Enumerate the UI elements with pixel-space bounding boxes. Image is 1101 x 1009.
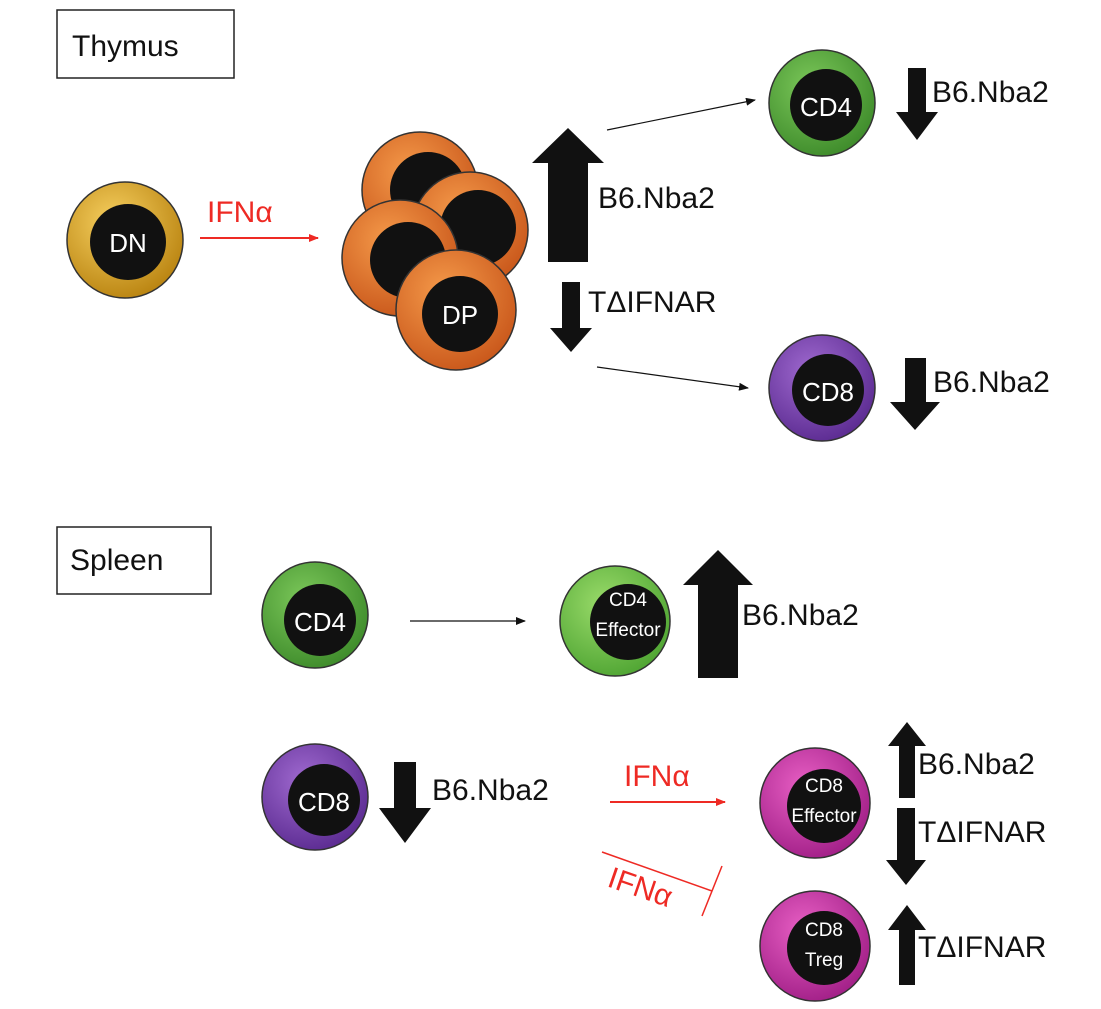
- spleen-label-box: [56, 526, 212, 595]
- thymus-label: Thymus: [72, 30, 179, 63]
- dp-down-arrow: [550, 282, 592, 352]
- thymus-cd4-cell: CD4: [768, 49, 876, 157]
- cd8-treg-label-line2: Treg: [805, 950, 843, 971]
- cd8-treg-up-label: TΔIFNAR: [918, 931, 1046, 964]
- thymus-cd8-down-arrow: [890, 358, 940, 430]
- ifn-inhibit-arrow: [601, 851, 713, 892]
- cd4-effector-up-label: B6.Nba2: [742, 599, 859, 632]
- spleen-section: Spleen CD4 CD4 Effector B6.Nba2 CD8 B6.N…: [56, 526, 1046, 1002]
- thymus-cd4-down-label: B6.Nba2: [932, 76, 1049, 109]
- thymus-section: Thymus DN IFNα: [56, 9, 1050, 442]
- dn-cell-label: DN: [109, 228, 147, 258]
- thymus-cd8-label: CD8: [802, 377, 854, 407]
- dp-cell-front: DP: [395, 249, 517, 371]
- ifn-promote-label: IFNα: [624, 760, 690, 793]
- thymus-label-box: [56, 9, 235, 79]
- ifn-label: IFNα: [207, 196, 273, 229]
- spleen-cd8-cell: CD8: [261, 743, 369, 851]
- cd8-treg-label-line1: CD8: [805, 920, 843, 941]
- cd8-effector-up-arrow: [888, 722, 926, 798]
- cd8-effector-down-label: TΔIFNAR: [918, 816, 1046, 849]
- thymus-cd4-down-arrow: [896, 68, 938, 140]
- spleen-cd4-label: CD4: [294, 607, 346, 637]
- cd8-treg-cell: CD8 Treg: [759, 890, 871, 1002]
- thymus-cd8-cell: CD8: [768, 334, 876, 442]
- cd8-treg-up-arrow: [888, 905, 926, 985]
- cd4-effector-label-line2: Effector: [595, 620, 661, 641]
- spleen-cd4-cell: CD4: [261, 561, 369, 669]
- cd8-effector-down-arrow: [886, 808, 926, 885]
- thymus-cd8-down-label: B6.Nba2: [933, 366, 1050, 399]
- ifn-inhibit-bar: [701, 865, 723, 917]
- dp-up-arrow: [532, 128, 604, 262]
- cd4-effector-up-arrow: [683, 550, 753, 678]
- dp-cell-cluster: DP: [341, 131, 529, 371]
- dp-cell-label: DP: [442, 300, 478, 330]
- spleen-label: Spleen: [70, 544, 163, 577]
- dp-to-cd4-arrow: [606, 97, 756, 131]
- spleen-cd8-down-arrow: [379, 762, 431, 843]
- thymus-cd4-label: CD4: [800, 92, 852, 122]
- spleen-cd8-down-label: B6.Nba2: [432, 774, 549, 807]
- ifn-inhibit-label: IFNα: [604, 861, 677, 914]
- cd8-effector-label-line2: Effector: [791, 806, 857, 827]
- dp-down-label: TΔIFNAR: [588, 286, 716, 319]
- cd4-effector-cell: CD4 Effector: [559, 565, 671, 677]
- cd4-effector-label-line1: CD4: [609, 590, 647, 611]
- cd8-effector-up-label: B6.Nba2: [918, 748, 1035, 781]
- dp-to-cd8-arrow: [596, 366, 749, 391]
- cd8-effector-label-line1: CD8: [805, 776, 843, 797]
- cd8-effector-cell: CD8 Effector: [759, 747, 871, 859]
- dn-cell: DN: [66, 181, 184, 299]
- dp-up-label: B6.Nba2: [598, 182, 715, 215]
- spleen-cd8-label: CD8: [298, 787, 350, 817]
